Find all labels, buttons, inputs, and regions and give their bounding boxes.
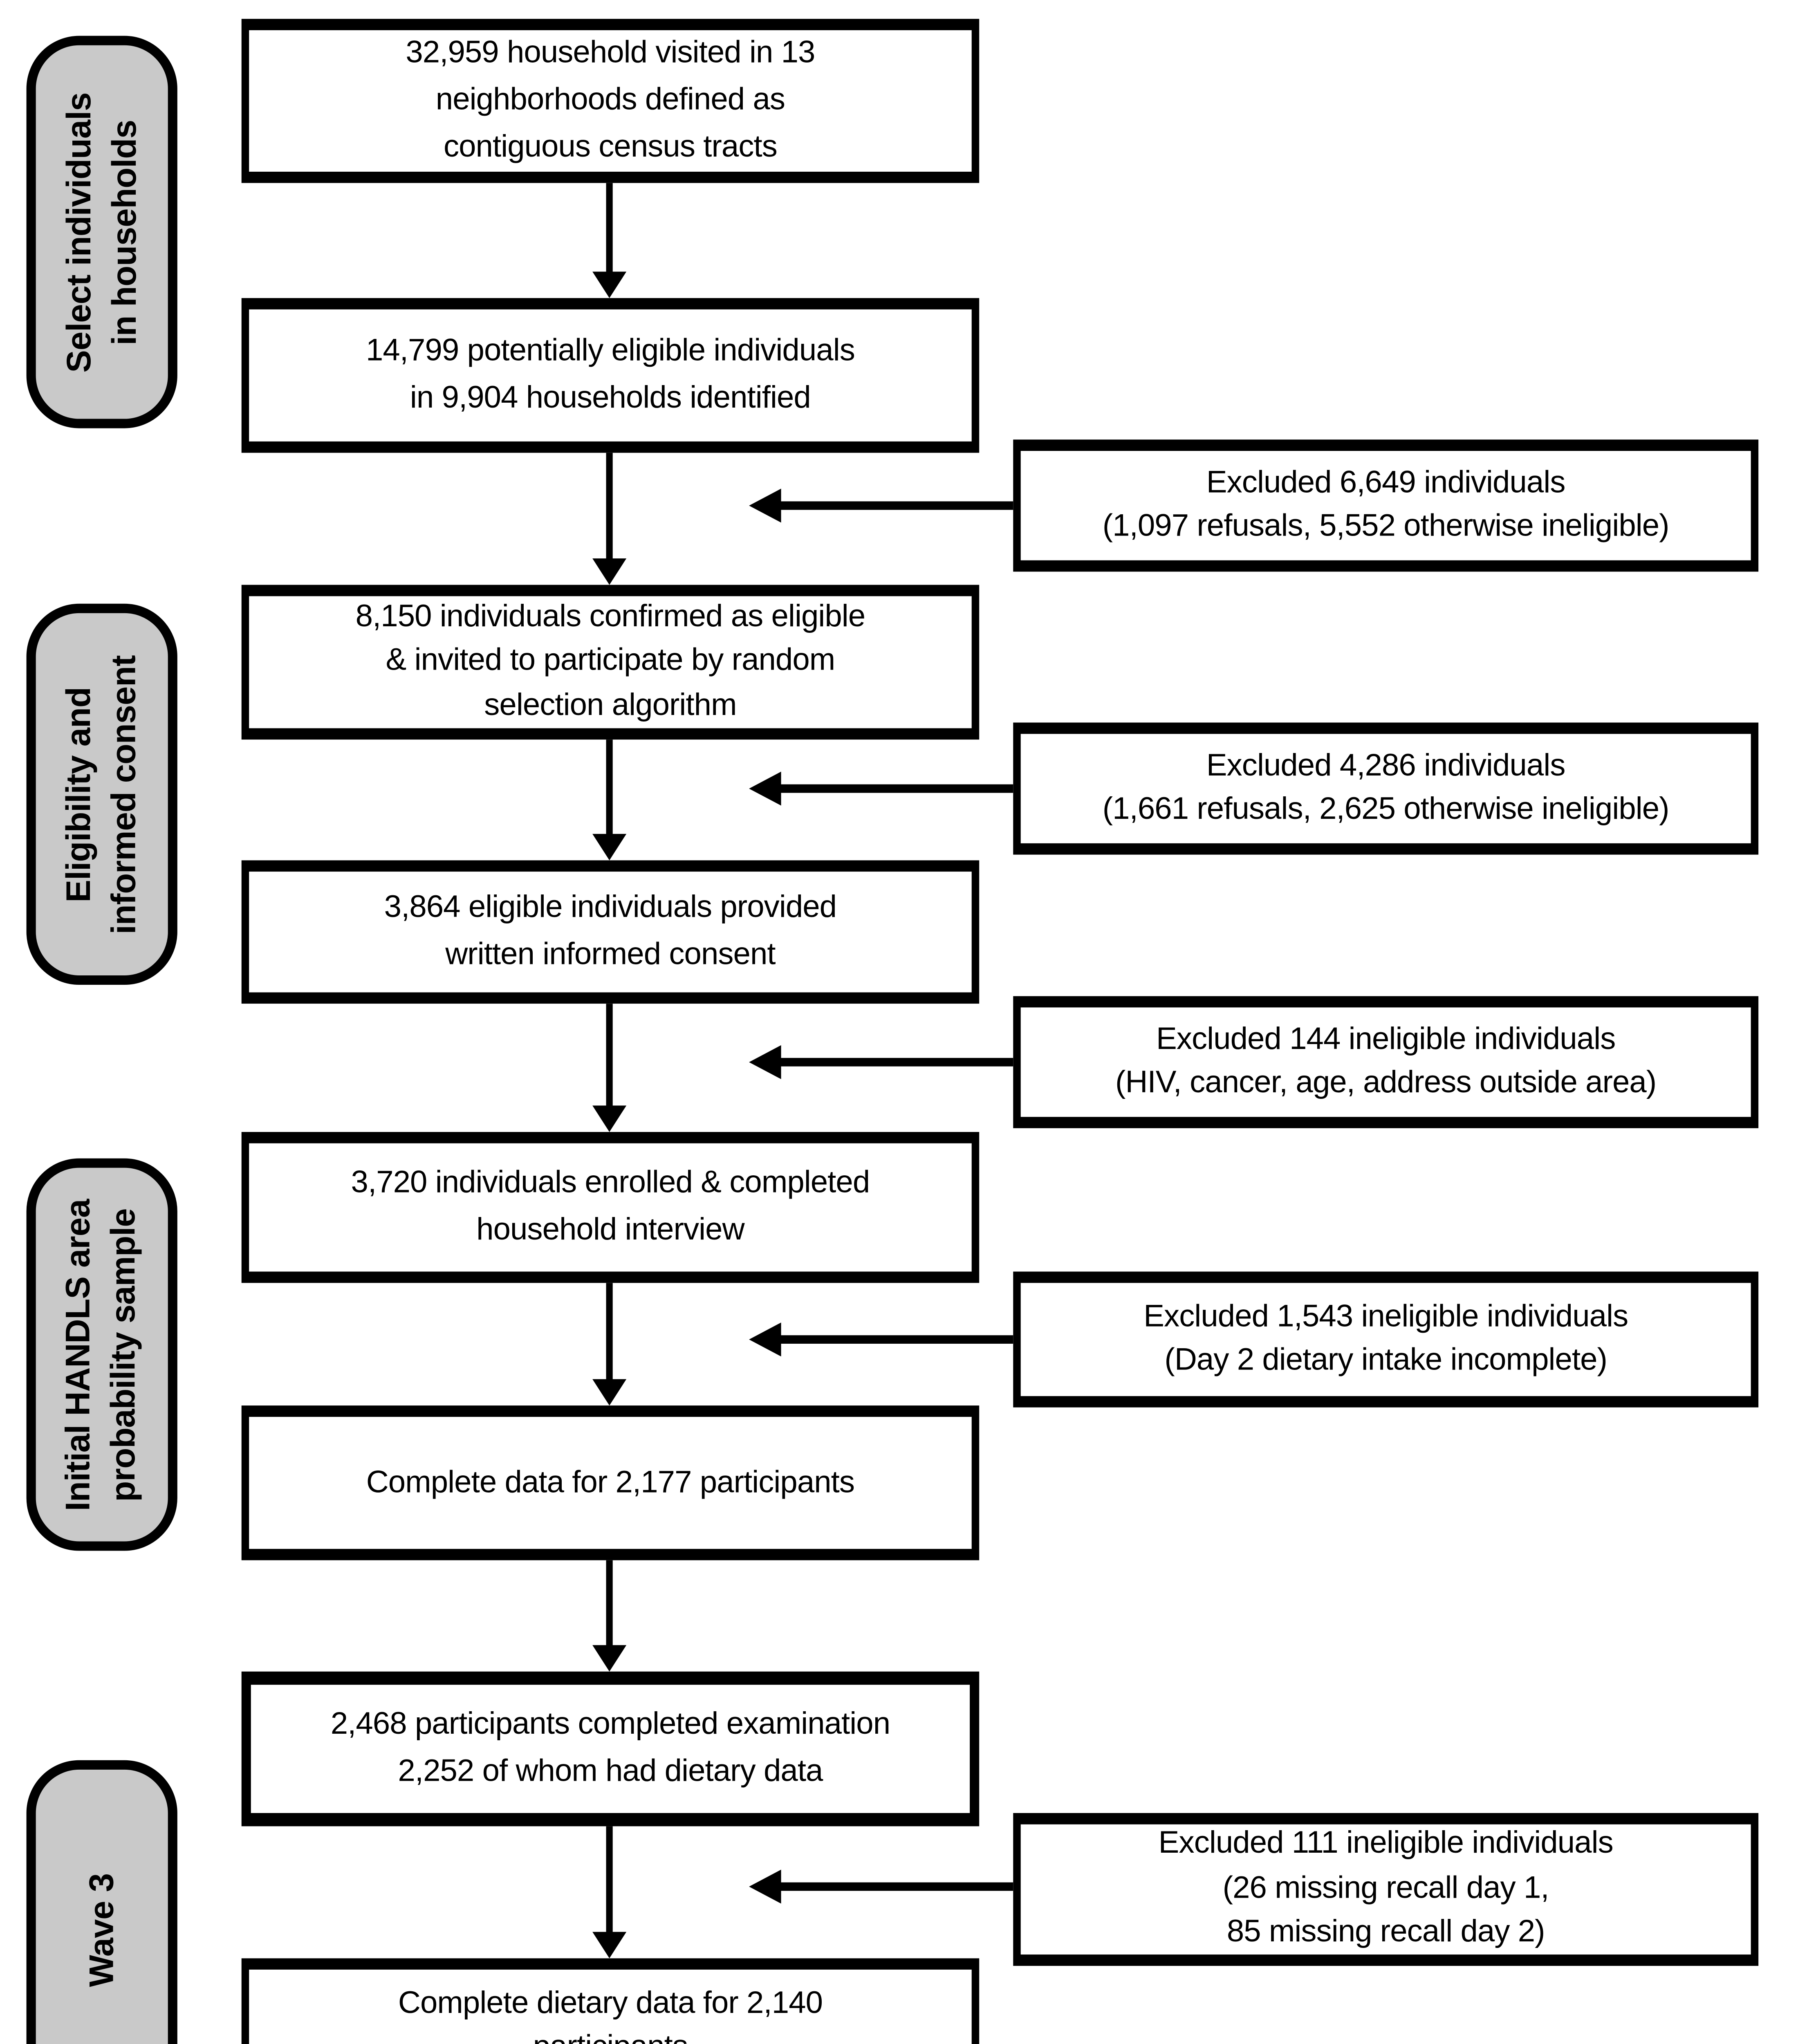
flow-box-text: 14,799 potentially eligible individuals … <box>365 334 855 415</box>
flow-box-complete-data-2177: Complete data for 2,177 participants <box>241 1405 980 1560</box>
flow-box-confirmed-eligible: 8,150 individuals confirmed as eligible … <box>241 585 980 740</box>
exclusion-box-1543: Excluded 1,543 ineligible individuals (D… <box>1013 1271 1759 1407</box>
arrow-down-4 <box>592 1004 627 1132</box>
exclusion-box-text: Excluded 111 ineligible individuals (26 … <box>1158 1827 1614 1950</box>
phase-label-text: Eligibility and informed consent <box>60 654 143 934</box>
exclusion-box-111: Excluded 111 ineligible individuals (26 … <box>1013 1813 1759 1966</box>
flow-box-informed-consent: 3,864 eligible individuals provided writ… <box>241 860 980 1004</box>
flow-box-potentially-eligible: 14,799 potentially eligible individuals … <box>241 298 980 453</box>
phase-label-eligibility-consent: Eligibility and informed consent <box>26 603 177 985</box>
phase-label-wave-3: Wave 3 <box>26 1760 177 2044</box>
exclusion-box-4286: Excluded 4,286 individuals (1,661 refusa… <box>1013 722 1759 855</box>
flow-box-text: Complete data for 2,177 participants <box>366 1465 855 1499</box>
arrow-left-1 <box>749 489 1013 523</box>
arrow-down-6 <box>592 1560 627 1672</box>
phase-label-select-individuals: Select individuals in households <box>26 36 177 428</box>
flow-box-text: 2,468 participants completed examination… <box>330 1708 890 1789</box>
exclusion-box-text: Excluded 1,543 ineligible individuals (D… <box>1143 1299 1628 1377</box>
flow-box-enrolled-interview: 3,720 individuals enrolled & completed h… <box>241 1132 980 1283</box>
flow-box-wave3-dietary-2140: Complete dietary data for 2,140 particip… <box>241 1958 980 2044</box>
flow-box-text: Complete dietary data for 2,140 particip… <box>398 1986 823 2044</box>
exclusion-box-144: Excluded 144 ineligible individuals (HIV… <box>1013 996 1759 1128</box>
flow-box-text: 8,150 individuals confirmed as eligible … <box>355 599 866 722</box>
exclusion-box-6649: Excluded 6,649 individuals (1,097 refusa… <box>1013 439 1759 572</box>
phase-label-text: Select individuals in households <box>60 92 143 372</box>
flow-box-households-visited: 32,959 household visited in 13 neighborh… <box>241 19 980 183</box>
arrow-down-3 <box>592 740 627 861</box>
arrow-down-7 <box>592 1826 627 1959</box>
arrow-down-2 <box>592 453 627 585</box>
arrow-down-1 <box>592 183 627 298</box>
flow-box-text: 3,864 eligible individuals provided writ… <box>384 891 837 972</box>
exclusion-box-text: Excluded 4,286 individuals (1,661 refusa… <box>1102 748 1670 827</box>
flow-box-text: 32,959 household visited in 13 neighborh… <box>406 36 815 164</box>
arrow-left-2 <box>749 771 1013 806</box>
phase-label-text: Initial HANDLS area probability sample <box>60 1199 143 1511</box>
arrow-left-4 <box>749 1322 1013 1357</box>
exclusion-box-text: Excluded 6,649 individuals (1,097 refusa… <box>1102 465 1670 544</box>
arrow-down-5 <box>592 1283 627 1406</box>
phase-label-text: Wave 3 <box>83 1873 121 1987</box>
phase-label-initial-handls-sample: Initial HANDLS area probability sample <box>26 1158 177 1551</box>
exclusion-box-text: Excluded 144 ineligible individuals (HIV… <box>1115 1022 1657 1100</box>
arrow-left-5 <box>749 1869 1013 1904</box>
arrow-left-3 <box>749 1045 1013 1079</box>
flow-box-text: 3,720 individuals enrolled & completed h… <box>351 1166 870 1247</box>
flow-box-wave3-examination: 2,468 participants completed examination… <box>241 1671 980 1827</box>
